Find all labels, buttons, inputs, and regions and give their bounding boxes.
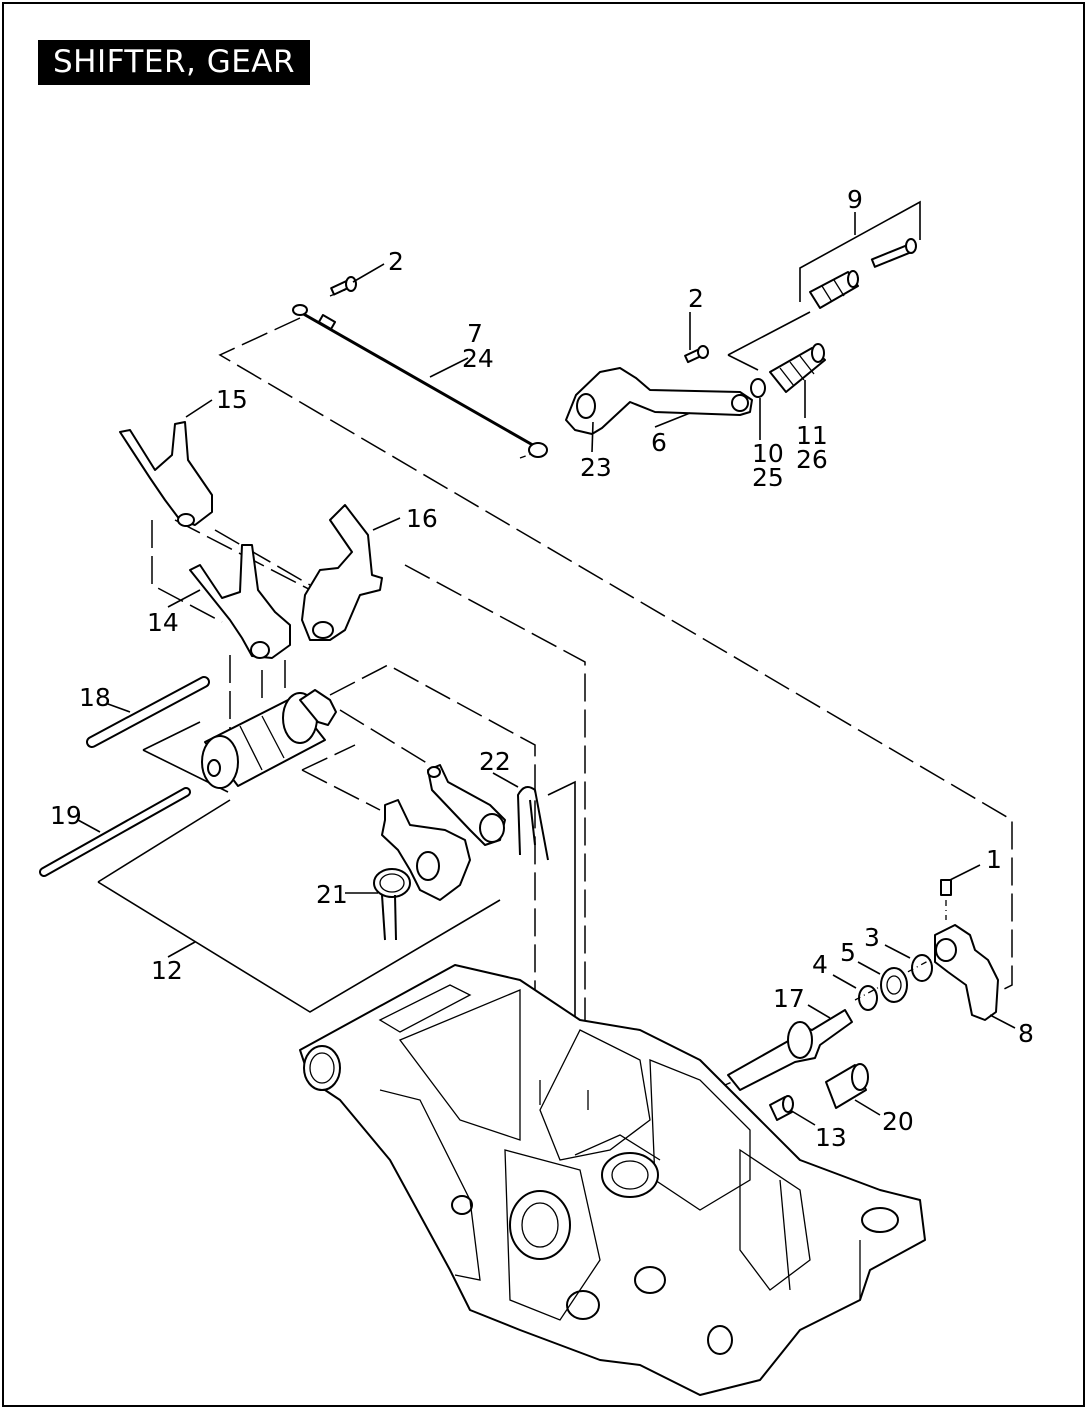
screw-2-left	[330, 276, 357, 296]
fork-shaft-18	[86, 676, 210, 748]
bushing-13	[769, 1095, 794, 1121]
callout-labels: 1 2 2 3 4 5 6 7 24 8 9 10 25 11 26 12 13…	[50, 185, 1034, 1152]
callout-7: 7	[467, 319, 483, 348]
crankcase	[299, 964, 926, 1396]
foot-peg-assembly	[809, 238, 917, 309]
callout-2-right: 2	[688, 284, 704, 313]
centering-spring	[373, 868, 411, 941]
callout-8: 8	[1018, 1019, 1034, 1048]
screw-2-right	[684, 345, 709, 364]
callout-25: 25	[752, 463, 784, 492]
callout-4: 4	[812, 950, 828, 979]
callout-12: 12	[151, 956, 183, 985]
callout-21: 21	[316, 880, 348, 909]
diagram-title: SHIFTER, GEAR	[38, 40, 310, 85]
callout-24: 24	[462, 344, 494, 373]
shift-fork-15	[119, 421, 213, 527]
bracket-lines	[97, 200, 921, 1155]
callout-23: 23	[580, 453, 612, 482]
shift-rod	[292, 304, 548, 458]
callout-15: 15	[216, 385, 248, 414]
callout-1: 1	[986, 845, 1002, 874]
callout-6: 6	[651, 428, 667, 457]
spring-clip	[517, 785, 549, 861]
shift-drum	[201, 689, 337, 789]
retaining-ring-3	[911, 954, 933, 982]
callout-2-left: 2	[388, 247, 404, 276]
callout-22: 22	[479, 747, 511, 776]
shift-lever	[565, 367, 753, 435]
callout-20: 20	[882, 1107, 914, 1136]
washer	[750, 378, 766, 398]
callout-26: 26	[796, 445, 828, 474]
callout-14: 14	[147, 608, 179, 637]
callout-19: 19	[50, 801, 82, 830]
shifter-arm	[934, 879, 999, 1021]
shifter-pawl	[427, 764, 506, 846]
shifter-cam-assembly	[381, 799, 471, 901]
callout-11: 11	[796, 421, 828, 450]
leader-lines	[77, 212, 1016, 1126]
fork-shaft-19	[39, 787, 191, 877]
callout-9: 9	[847, 185, 863, 214]
callout-5: 5	[840, 938, 856, 967]
callout-3: 3	[864, 923, 880, 952]
callout-10: 10	[752, 439, 784, 468]
retaining-ring-4	[858, 985, 878, 1011]
bushing-20	[825, 1063, 869, 1109]
callout-13: 13	[815, 1123, 847, 1152]
shifter-shaft	[727, 1009, 853, 1091]
callout-18: 18	[79, 683, 111, 712]
bearing-5	[880, 967, 908, 1003]
shift-fork-16	[301, 504, 383, 641]
callout-16: 16	[406, 504, 438, 533]
callout-17: 17	[773, 984, 805, 1013]
foot-peg	[769, 343, 826, 393]
shift-fork-14	[189, 544, 291, 659]
